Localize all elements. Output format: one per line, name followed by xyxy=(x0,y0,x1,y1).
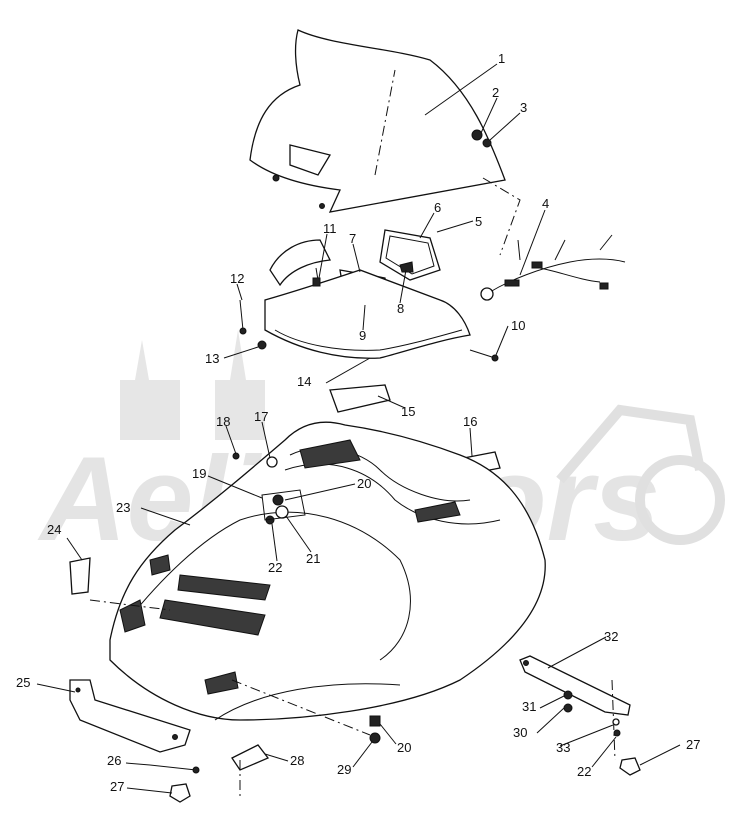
callout-9: 9 xyxy=(359,328,366,343)
callout-33: 33 xyxy=(556,740,570,755)
bolt-left xyxy=(239,299,247,335)
callout-22-upper: 22 xyxy=(268,560,282,575)
decal-24 xyxy=(69,557,91,595)
decal-28 xyxy=(231,744,270,771)
callout-20-lower: 20 xyxy=(397,740,411,755)
callout-27-left: 27 xyxy=(110,779,124,794)
decal-15 xyxy=(329,384,391,413)
callout-20-upper: 20 xyxy=(357,476,371,491)
callout-5: 5 xyxy=(475,214,482,229)
hood-clip-right xyxy=(619,757,641,776)
hood xyxy=(89,421,546,721)
windshield-mount-hole xyxy=(319,203,325,209)
callout-3: 3 xyxy=(520,100,527,115)
nut-left xyxy=(257,340,267,350)
callout-18: 18 xyxy=(216,414,230,429)
callout-4: 4 xyxy=(542,196,549,211)
callout-25: 25 xyxy=(16,675,30,690)
headlight-housing xyxy=(379,229,441,281)
callout-28: 28 xyxy=(290,753,304,768)
bolt-right xyxy=(469,349,499,362)
callout-6: 6 xyxy=(434,200,441,215)
left-hood-bracket xyxy=(69,679,191,753)
callout-16: 16 xyxy=(463,414,477,429)
callout-24: 24 xyxy=(47,522,61,537)
callout-27-right: 27 xyxy=(686,737,700,752)
watermark-motorcycle-icon xyxy=(556,404,725,545)
callout-13: 13 xyxy=(205,351,219,366)
callout-1: 1 xyxy=(498,51,505,66)
callout-labels: 1 2 3 4 5 6 7 8 9 10 11 12 13 14 15 16 1… xyxy=(16,51,700,794)
callout-10: 10 xyxy=(511,318,525,333)
hood-clip-left xyxy=(169,783,191,803)
callout-22-lower: 22 xyxy=(577,764,591,779)
callout-11: 11 xyxy=(323,221,337,236)
callout-32: 32 xyxy=(604,629,618,644)
spacer-30 xyxy=(563,703,573,713)
callout-31: 31 xyxy=(522,699,536,714)
nut-22 xyxy=(613,729,621,737)
callout-15: 15 xyxy=(401,404,415,419)
alignment-line xyxy=(231,679,371,736)
spacer-31 xyxy=(563,690,573,700)
watermark-castle-icon xyxy=(120,330,265,440)
hood-pin-head xyxy=(192,766,200,774)
callout-2: 2 xyxy=(492,85,499,100)
wire-harness xyxy=(480,234,626,301)
callout-21: 21 xyxy=(306,551,320,566)
well-nut xyxy=(471,129,483,141)
gauge-cluster xyxy=(261,456,306,525)
callout-12: 12 xyxy=(230,271,244,286)
screw xyxy=(482,138,492,148)
windshield-mount-hole xyxy=(272,174,280,182)
windshield xyxy=(249,29,506,213)
callout-8: 8 xyxy=(397,301,404,316)
alignment-line xyxy=(482,177,521,256)
callout-23: 23 xyxy=(116,500,130,515)
callout-29: 29 xyxy=(337,762,351,777)
hood-nut xyxy=(369,715,381,727)
hood-pin xyxy=(149,764,197,771)
callout-19: 19 xyxy=(192,466,206,481)
bolt-top xyxy=(312,267,321,287)
hood-washer xyxy=(369,732,381,744)
right-hood-bracket xyxy=(519,655,631,716)
callout-26: 26 xyxy=(107,753,121,768)
callout-7: 7 xyxy=(349,231,356,246)
washer-33 xyxy=(612,718,620,726)
leader-lines xyxy=(36,63,681,794)
callout-30: 30 xyxy=(513,725,527,740)
callout-17: 17 xyxy=(254,409,268,424)
callout-14: 14 xyxy=(297,374,311,389)
console-panel xyxy=(264,239,471,359)
